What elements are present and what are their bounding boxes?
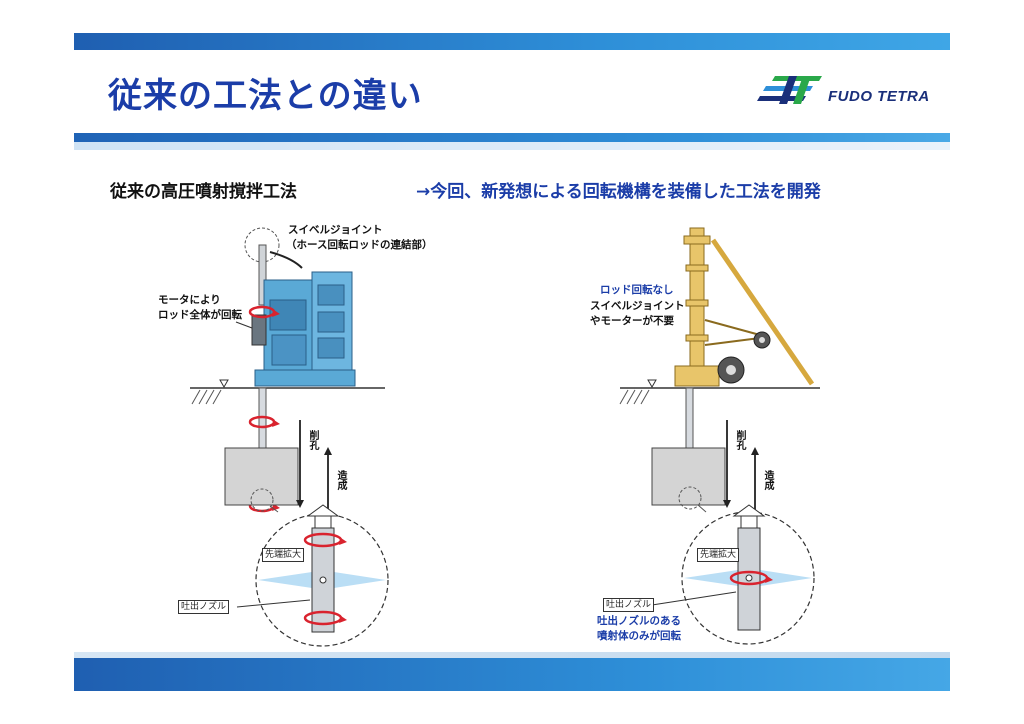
right-tip-label: 先端拡大	[697, 548, 740, 562]
no-swivel-label-2: やモーターが不要	[590, 315, 674, 327]
left-drill-label: 削孔	[307, 430, 318, 450]
left-build-label: 造成	[335, 470, 346, 490]
rotate-label-2: 噴射体のみが回転	[597, 630, 681, 642]
no-rotation-label: ロッド回転なし	[600, 284, 674, 296]
footer-bar	[74, 658, 950, 691]
rotate-label-1: 吐出ノズルのある	[597, 615, 681, 627]
logo-text: FUDO TETRA	[828, 88, 930, 105]
right-nozzle-label: 吐出ノズル	[603, 598, 655, 612]
left-tip-label: 先端拡大	[262, 548, 305, 562]
footer-line	[74, 652, 950, 658]
header-top-bar	[74, 33, 950, 50]
swivel-label-2: （ホース回転ロッドの連結部）	[286, 239, 433, 251]
motor-label-1: モータにより	[158, 294, 221, 306]
motor-label-2: ロッド全体が回転	[158, 309, 242, 321]
right-drill-label: 削孔	[734, 430, 745, 450]
right-build-label: 造成	[762, 470, 773, 490]
right-heading: →今回、新発想による回転機構を装備した工法を開発	[416, 182, 821, 202]
no-swivel-label-1: スイベルジョイント	[590, 300, 685, 312]
left-nozzle-label: 吐出ノズル	[178, 600, 230, 614]
swivel-label-1: スイベルジョイント	[288, 224, 383, 236]
header-divider-bar	[74, 133, 950, 142]
slide-title: 従来の工法との違い	[108, 76, 423, 116]
left-heading: 従来の高圧噴射撹拌工法	[110, 182, 297, 202]
header-divider-shadow	[74, 142, 950, 150]
